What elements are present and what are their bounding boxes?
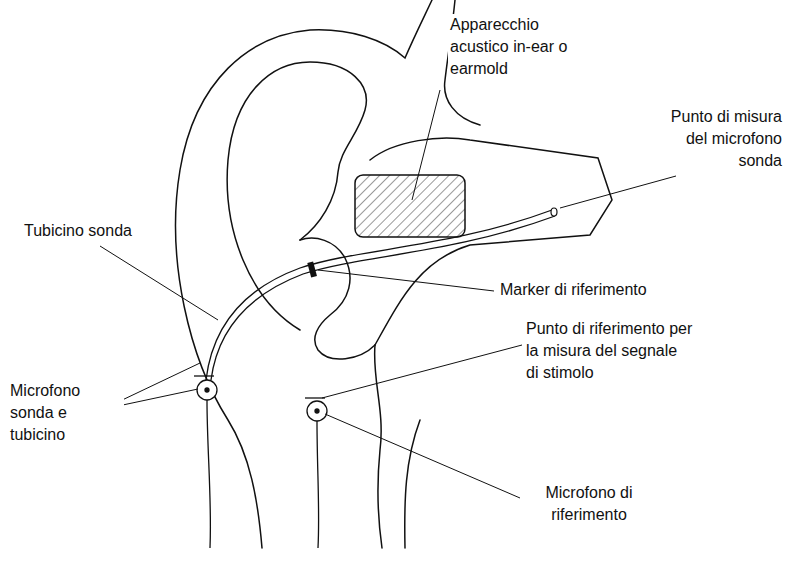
reference-marker [307,261,317,277]
ear-antihelix [227,62,366,330]
callout-label: Tubicino sonda [22,220,166,242]
earmold [355,175,465,237]
leader-line [325,414,520,498]
leader-line [322,345,522,398]
ear-concha [300,238,375,359]
probe-tip [551,208,557,216]
leader-line [318,270,494,291]
leader-line [118,363,200,402]
callout-label: Punto di riferimento per la misura del s… [524,318,696,384]
callout-label: Microfono di riferimento [522,482,656,526]
callout-label: Microfono sonda e tubicino [8,380,124,446]
ear-canal [370,138,612,345]
leader-line [412,90,440,200]
callout-label: Punto di misura del microfono sonda [654,106,784,172]
leader-line [100,246,218,320]
probe-microphone [194,376,217,548]
reference-microphone [305,398,327,548]
leader-line [118,389,198,406]
leader-line [560,176,676,208]
callout-label: Marker di riferimento [498,279,692,301]
jaw-line [405,420,420,548]
callout-label: Apparecchio acustico in-ear o earmold [448,14,602,80]
ear-lobe [375,345,382,548]
